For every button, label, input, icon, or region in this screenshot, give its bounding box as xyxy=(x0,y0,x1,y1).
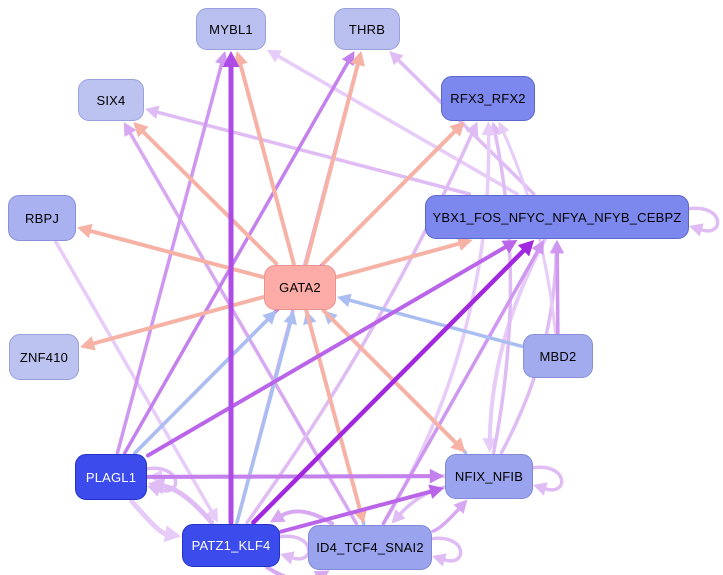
edge-PLAGL1-GATA2-arrowhead xyxy=(262,310,277,325)
node-plagl1[interactable]: PLAGL1 xyxy=(75,454,147,500)
edge-MBD2-YBX1[interactable] xyxy=(555,251,560,335)
self-loop-NFIX[interactable] xyxy=(529,465,564,492)
edge-GATA2-SIX4-arrowhead xyxy=(133,122,149,138)
edge-YBX1-THRB-arrowhead xyxy=(389,51,404,66)
node-label: ID4_TCF4_SNAI2 xyxy=(316,539,424,555)
self-loop-NFIX-arrowhead xyxy=(533,482,548,496)
edge-GATA2-SIX4[interactable] xyxy=(141,129,279,266)
edge-GATA2-RFX3[interactable] xyxy=(321,129,457,266)
self-loop-PLAGL1[interactable] xyxy=(143,466,178,493)
edge-PATZ1-PLAGL1[interactable] xyxy=(161,483,215,525)
edge-MBD2-YBX1-arrowhead xyxy=(550,240,565,254)
edge-YBX1-MYBL1-arrowhead xyxy=(267,49,282,63)
node-label: PATZ1_KLF4 xyxy=(191,537,271,553)
edge-YBX1-MYBL1[interactable] xyxy=(276,54,519,196)
edge-PATZ1-ID4-arrowhead xyxy=(313,570,330,575)
edge-PATZ1-RFX3-arrowhead xyxy=(465,121,479,137)
node-mybl1[interactable]: MYBL1 xyxy=(196,8,266,50)
node-rfx3[interactable]: RFX3_RFX2 xyxy=(441,75,535,121)
node-label: NFIX_NFIB xyxy=(454,468,524,484)
self-loop-ID4-arrowhead xyxy=(432,553,447,567)
edge-GATA2-RBPJ[interactable] xyxy=(88,229,265,280)
node-label: ZNF410 xyxy=(19,349,69,365)
node-znf410[interactable]: ZNF410 xyxy=(9,334,79,380)
self-loop-YBX1[interactable] xyxy=(685,206,720,233)
edge-PLAGL1-YBX1-arrowhead xyxy=(501,240,518,254)
edge-PATZ1-ID4[interactable] xyxy=(265,565,317,575)
edge-GATA2-THRB-arrowhead xyxy=(350,51,365,67)
node-gata2[interactable]: GATA2 xyxy=(264,264,336,310)
node-nfix[interactable]: NFIX_NFIB xyxy=(445,453,533,499)
edge-PLAGL1-NFIX-arrowhead xyxy=(429,468,444,484)
edge-PATZ1-GATA2[interactable] xyxy=(235,321,293,525)
node-label: SIX4 xyxy=(96,92,126,108)
edge-PATZ1-NFIX-arrowhead xyxy=(428,484,444,499)
edge-GATA2-ZNF410-arrowhead xyxy=(80,336,96,351)
edge-ID4-YBX1[interactable] xyxy=(381,249,540,526)
edge-PATZ1-YBX1-arrowhead xyxy=(517,240,535,257)
edge-PATZ1-RFX3[interactable] xyxy=(245,131,474,525)
self-loop-PATZ1-arrowhead xyxy=(280,551,295,565)
self-loop-ID4[interactable] xyxy=(428,536,463,563)
edge-PLAGL1-PATZ1[interactable] xyxy=(129,498,168,537)
edge-GATA2-THRB[interactable] xyxy=(304,62,360,266)
edge-PLAGL1-YBX1[interactable] xyxy=(146,245,508,458)
edge-ID4-NFIX-arrowhead xyxy=(453,499,468,514)
edge-GATA2-YBX1-arrowhead xyxy=(456,236,473,251)
node-id4[interactable]: ID4_TCF4_SNAI2 xyxy=(308,524,432,570)
edge-ID4-YBX1-arrowhead xyxy=(531,240,544,255)
edge-YBX1-NFIX-arrowhead xyxy=(482,438,498,453)
edge-RBPJ-PATZ1-arrowhead xyxy=(205,507,218,523)
edge-MBD2-GATA2-arrowhead xyxy=(337,293,352,307)
edge-PLAGL1-PATZ1-arrowhead xyxy=(163,525,181,543)
self-loop-YBX1-arrowhead xyxy=(689,223,704,237)
node-label: YBX1_FOS_NFYC_NFYA_NFYB_CEBPZ xyxy=(432,209,682,225)
edge-PATZ1-YBX1[interactable] xyxy=(251,248,526,525)
edge-PATZ1-NFIX[interactable] xyxy=(279,489,433,534)
node-label: GATA2 xyxy=(279,279,321,295)
edge-GATA2-RBPJ-arrowhead xyxy=(77,223,93,239)
edge-GATA2-MYBL1[interactable] xyxy=(238,62,296,266)
edge-PATZ1-GATA2-arrowhead xyxy=(283,310,297,326)
edge-MBD2-GATA2[interactable] xyxy=(348,298,524,349)
node-label: THRB xyxy=(348,21,386,37)
node-ybx1[interactable]: YBX1_FOS_NFYC_NFYA_NFYB_CEBPZ xyxy=(425,195,689,239)
edge-ID4-RFX3-arrowhead xyxy=(481,121,496,135)
edge-PLAGL1-GATA2[interactable] xyxy=(133,318,269,455)
node-label: PLAGL1 xyxy=(85,469,137,485)
edge-GATA2-YBX1[interactable] xyxy=(335,241,461,279)
edge-ID4-SIX4[interactable] xyxy=(128,131,359,526)
edge-NFIX-ID4-arrowhead xyxy=(391,509,406,524)
edge-MBD2-RFX3-arrowhead xyxy=(497,121,510,136)
edge-GATA2-RFX3-arrowhead xyxy=(449,121,465,137)
edge-GATA2-NFIX-arrowhead xyxy=(450,437,466,453)
edge-YBX1-SIX4[interactable] xyxy=(156,110,472,196)
node-label: MYBL1 xyxy=(209,21,253,37)
edge-YBX1-NFIX[interactable] xyxy=(487,238,547,441)
edge-GATA2-ID4[interactable] xyxy=(304,308,362,512)
edge-PLAGL1-MYBL1[interactable] xyxy=(115,62,224,455)
node-six4[interactable]: SIX4 xyxy=(78,79,144,121)
edge-YBX1-THRB[interactable] xyxy=(396,58,536,196)
edge-YBX1-SIX4-arrowhead xyxy=(145,105,160,119)
edge-NFIX-RFX3[interactable] xyxy=(491,132,513,455)
node-label: RBPJ xyxy=(24,210,60,226)
node-label: RFX3_RFX2 xyxy=(450,90,526,106)
edge-ID4-NFIX[interactable] xyxy=(431,507,461,533)
node-patz1[interactable]: PATZ1_KLF4 xyxy=(182,523,280,567)
node-rbpj[interactable]: RBPJ xyxy=(8,195,76,241)
node-label: MBD2 xyxy=(539,348,577,364)
edge-ID4-SIX4-arrowhead xyxy=(123,122,137,137)
node-mbd2[interactable]: MBD2 xyxy=(523,334,593,378)
edge-PLAGL1-MYBL1-arrowhead xyxy=(215,51,229,66)
edge-GATA2-NFIX[interactable] xyxy=(321,308,458,445)
edge-ID4-PATZ1-arrowhead xyxy=(269,508,286,523)
node-thrb[interactable]: THRB xyxy=(334,8,400,50)
edge-PLAGL1-THRB[interactable] xyxy=(122,60,350,455)
edge-PATZ1-MYBL1-arrowhead xyxy=(222,51,240,67)
edge-PATZ1-PLAGL1-arrowhead xyxy=(148,477,166,495)
edge-GATA2-ZNF410[interactable] xyxy=(91,295,265,346)
edge-PLAGL1-NFIX[interactable] xyxy=(146,474,432,479)
